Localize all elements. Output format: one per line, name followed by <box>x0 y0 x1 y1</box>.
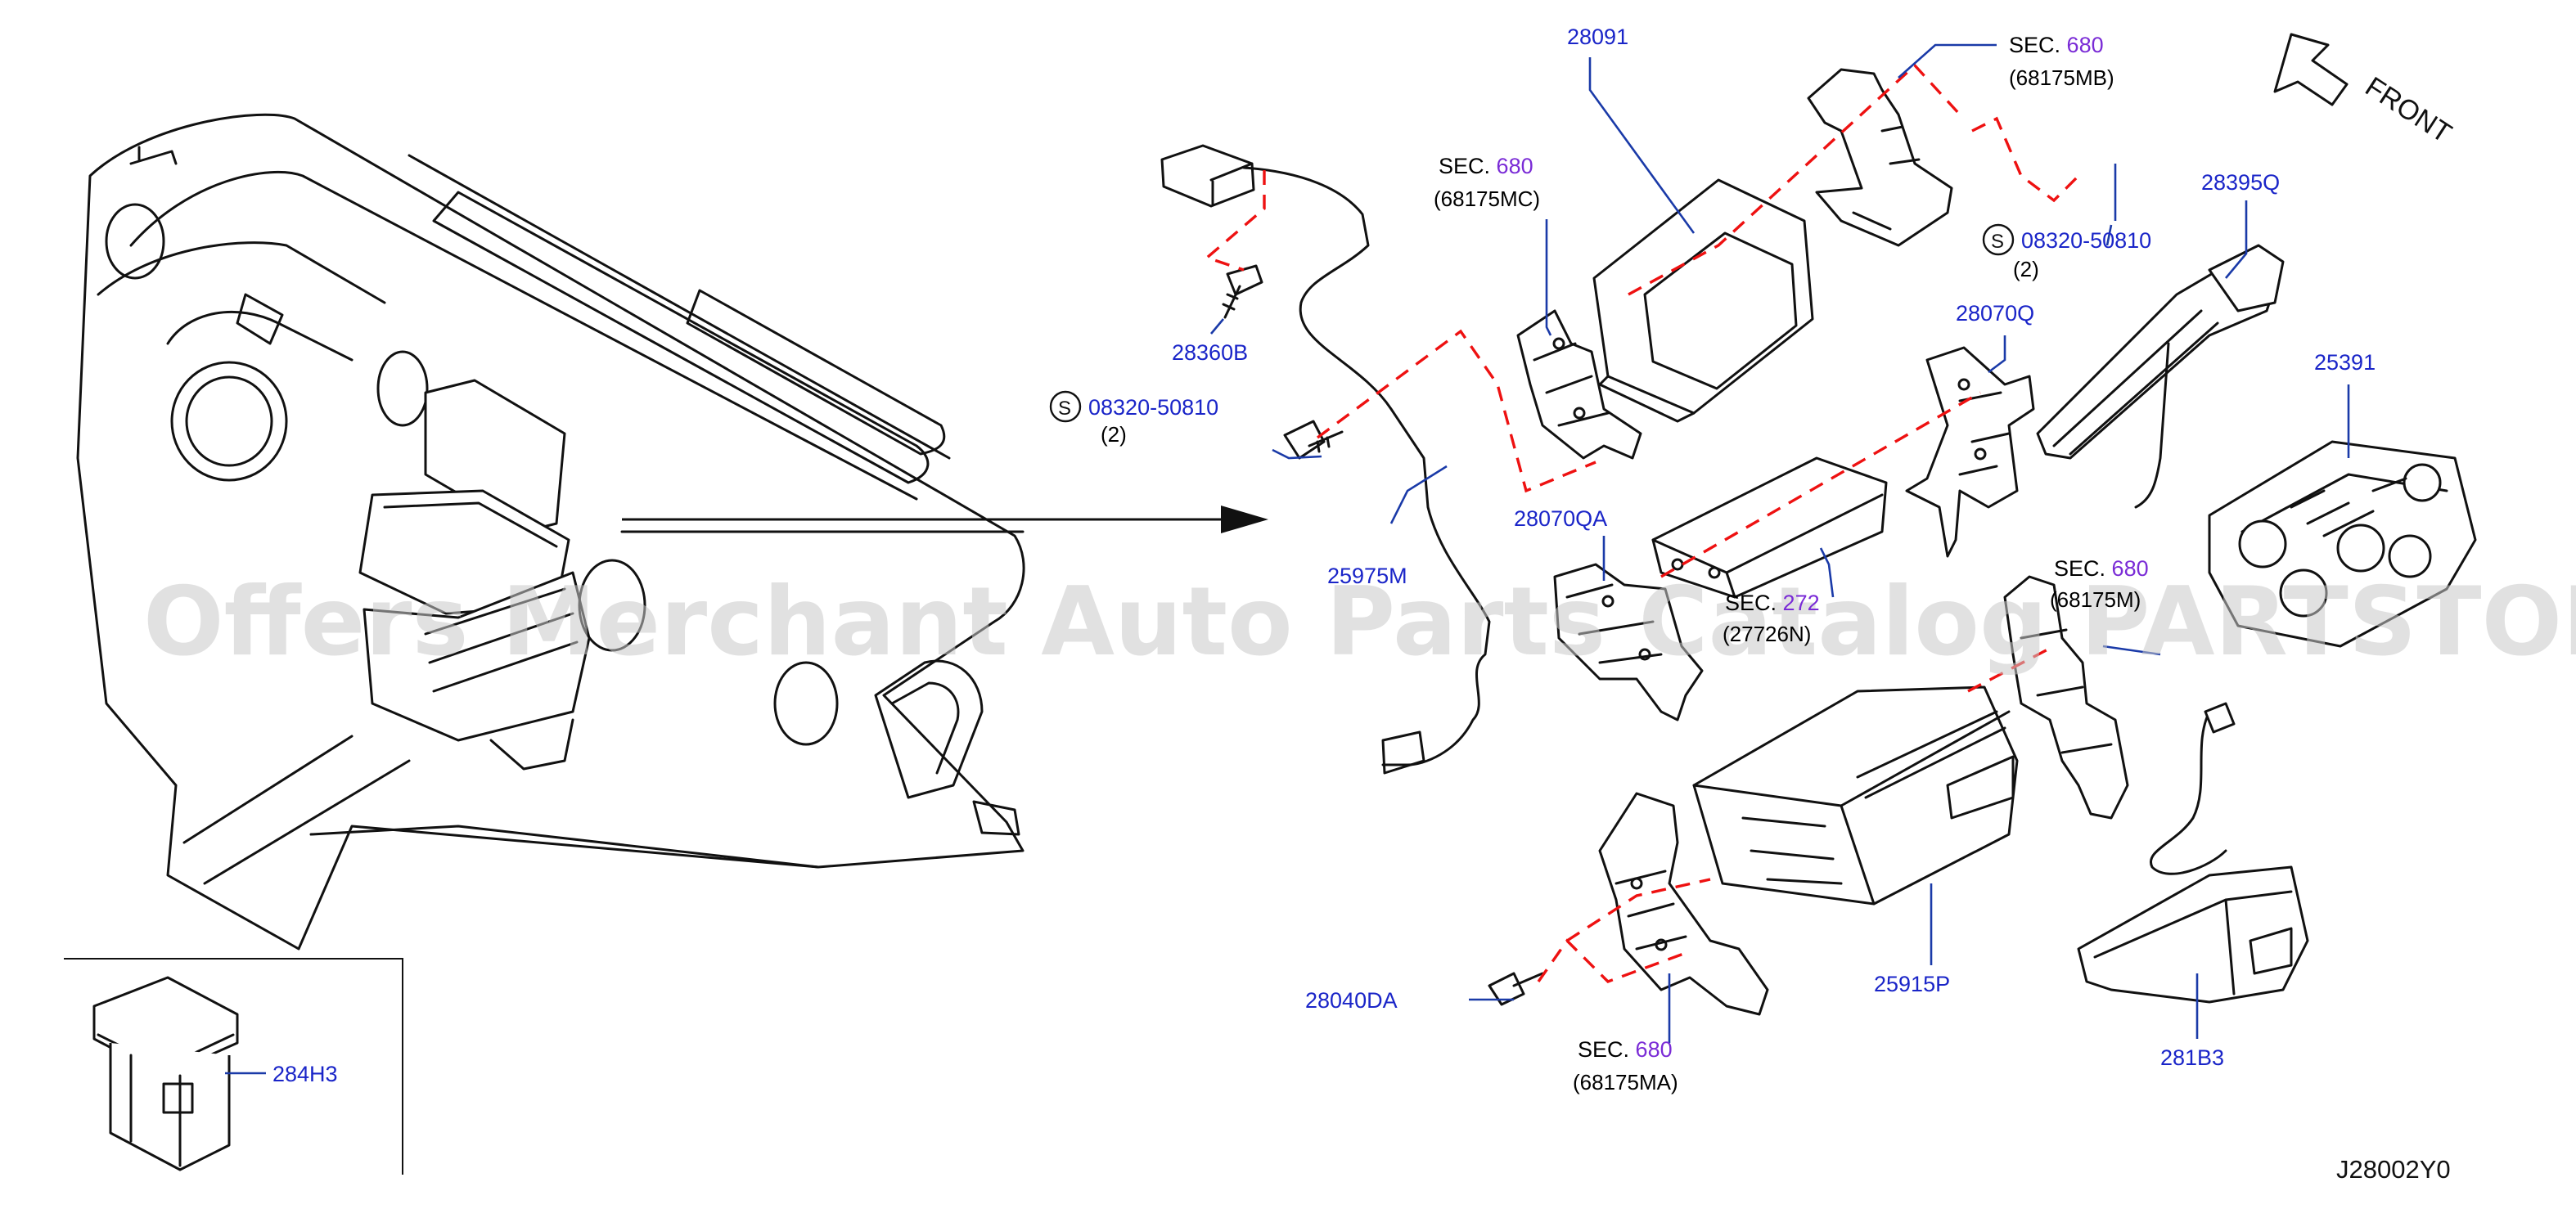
part-label-28070qa[interactable]: 28070QA <box>1514 506 1607 531</box>
sec-number: 680 <box>2067 33 2104 57</box>
screw-number: 08320-50810 <box>2021 228 2151 253</box>
alignment-lines <box>1204 63 2084 983</box>
section-ref-68175m[interactable]: SEC. 680 (68175M) <box>2050 556 2149 612</box>
receiver-unit-illustration <box>1488 575 2309 1016</box>
section-ref-27726n[interactable]: SEC. 272 (27726N) <box>1723 591 1820 646</box>
diagram-code: J28002Y0 <box>2336 1155 2451 1184</box>
direction-arrow <box>622 506 1268 533</box>
part-label-25391[interactable]: 25391 <box>2314 350 2376 375</box>
sec-number: 680 <box>2112 556 2149 581</box>
screw-qty: (2) <box>2013 257 2039 281</box>
part-label-28040da[interactable]: 28040DA <box>1305 988 1398 1013</box>
part-label-25915p[interactable]: 25915P <box>1874 972 1950 996</box>
leader-lines <box>1210 43 2350 1043</box>
screw-symbol: S <box>1058 398 1071 420</box>
sec-number: 680 <box>1636 1037 1673 1062</box>
sec-number: 272 <box>1783 591 1820 615</box>
sec-code: (27726N) <box>1723 622 1811 646</box>
watermark-text: Offers Merchant Auto Parts Catalog PARTS… <box>143 567 2576 677</box>
sec-code: (68175MC) <box>1434 187 1540 211</box>
sec-prefix: SEC. <box>1725 591 1777 615</box>
svg-text:SEC. 272: SEC. 272 <box>1725 591 1820 615</box>
audio-module-illustration <box>1553 456 1888 721</box>
connector-harness-illustration <box>1160 144 1491 775</box>
section-ref-68175mc[interactable]: SEC. 680 (68175MC) <box>1434 154 1540 211</box>
svg-text:SEC. 680: SEC. 680 <box>1578 1037 1673 1062</box>
sec-prefix: SEC. <box>2054 556 2105 581</box>
bracket-illustration <box>1905 244 2285 558</box>
front-arrow-icon <box>2273 33 2349 106</box>
sec-code: (68175M) <box>2050 587 2141 612</box>
part-label-25975m[interactable]: 25975M <box>1327 564 1407 588</box>
screw-callout-right[interactable]: S 08320-50810 (2) <box>1982 223 2151 281</box>
screw-qty: (2) <box>1101 422 1127 447</box>
sec-code: (68175MB) <box>2009 65 2114 90</box>
front-label: FRONT <box>2360 71 2457 150</box>
svg-text:SEC. 680: SEC. 680 <box>2009 33 2104 57</box>
section-ref-68175ma[interactable]: SEC. 680 (68175MA) <box>1573 1037 1678 1094</box>
sec-prefix: SEC. <box>2009 33 2060 57</box>
section-ref-68175mb[interactable]: SEC. 680 (68175MB) <box>2009 33 2114 90</box>
part-label-28070q[interactable]: 28070Q <box>1956 301 2034 326</box>
sec-number: 680 <box>1497 154 1533 178</box>
dashboard-illustration <box>76 113 1025 951</box>
svg-text:SEC. 680: SEC. 680 <box>2054 556 2149 581</box>
part-label-28395q[interactable]: 28395Q <box>2201 170 2280 195</box>
climate-control-illustration <box>2208 440 2477 648</box>
screw-symbol: S <box>1991 231 2004 253</box>
part-label-28091[interactable]: 28091 <box>1567 25 1628 49</box>
inset-switch-detail <box>64 958 403 1175</box>
display-unit-illustration <box>1516 68 1953 460</box>
sec-code: (68175MA) <box>1573 1070 1678 1094</box>
part-label-281b3[interactable]: 281B3 <box>2160 1045 2224 1070</box>
screw-number: 08320-50810 <box>1088 395 1218 420</box>
sec-prefix: SEC. <box>1439 154 1490 178</box>
part-label-28360b[interactable]: 28360B <box>1172 340 1248 365</box>
sec-prefix: SEC. <box>1578 1037 1629 1062</box>
screw-callout-left[interactable]: S 08320-50810 (2) <box>1049 390 1218 447</box>
part-label-284h3[interactable]: 284H3 <box>272 1062 338 1086</box>
svg-text:SEC. 680: SEC. 680 <box>1439 154 1533 178</box>
